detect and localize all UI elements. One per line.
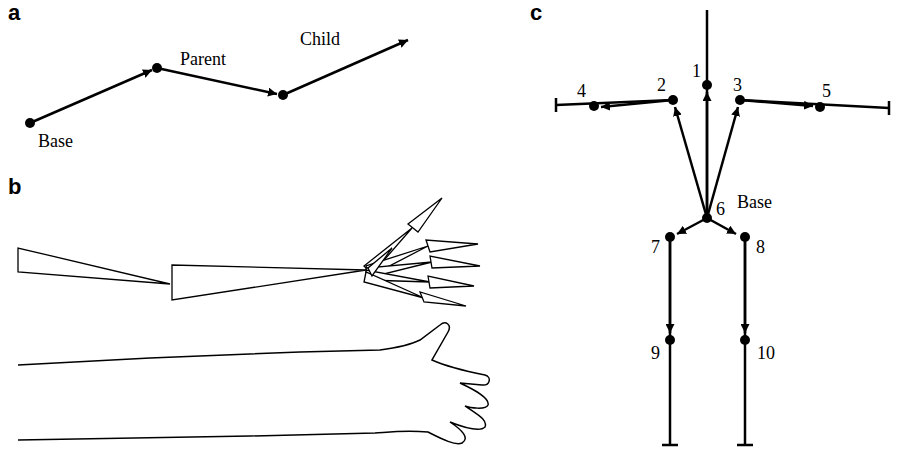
callout-number: 3 xyxy=(733,76,742,94)
joint-label: Base xyxy=(38,132,73,150)
callout-number: 10 xyxy=(757,344,775,362)
callout-number: 4 xyxy=(577,82,586,100)
joint-label: Parent xyxy=(180,50,226,68)
callout-number: 8 xyxy=(756,238,765,256)
panel-letter: b xyxy=(8,176,21,198)
callout-number: 7 xyxy=(651,238,660,256)
callout-number: 9 xyxy=(651,344,660,362)
callout-number: 1 xyxy=(692,62,701,80)
callout-number: 6 xyxy=(716,200,725,218)
panel-letter: a xyxy=(8,2,20,24)
callout-number: 5 xyxy=(822,82,831,100)
callout-number: 2 xyxy=(657,76,666,94)
panel-letter: c xyxy=(530,2,542,24)
joint-label: Child xyxy=(300,30,340,48)
joint-label: Base xyxy=(737,193,772,211)
